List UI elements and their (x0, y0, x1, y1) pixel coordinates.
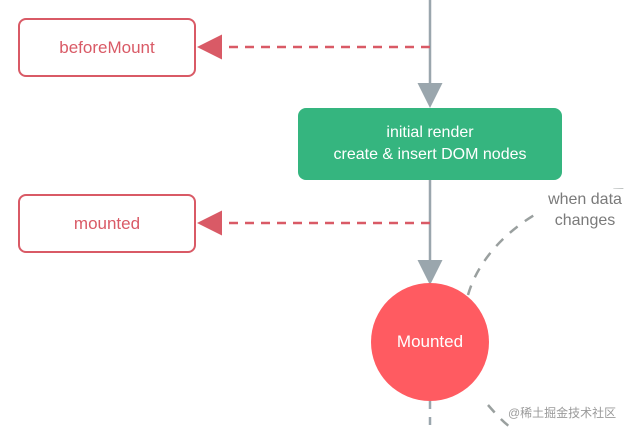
initial-render-line-2: create & insert DOM nodes (333, 146, 527, 163)
before-mount-hook-box: beforeMount (18, 18, 196, 77)
mounted-hook-box: mounted (18, 194, 196, 253)
mounted-state-label: Mounted (396, 332, 464, 351)
data-change-loop-arc (466, 188, 632, 296)
mounted-state-circle: Mounted (371, 283, 489, 401)
data-change-line-1: when data (548, 191, 622, 208)
initial-render-line-1: initial render (386, 124, 474, 141)
data-change-loop-arc-lower (487, 404, 511, 427)
mounted-hook-label: mounted (73, 213, 141, 233)
initial-render-box: initial render create & insert DOM nodes (298, 108, 562, 180)
data-change-line-2: changes (554, 212, 616, 229)
data-change-label: when data changes (540, 189, 630, 231)
before-mount-label: beforeMount (59, 37, 155, 57)
source-watermark: @稀土掘金技术社区 (508, 406, 617, 420)
